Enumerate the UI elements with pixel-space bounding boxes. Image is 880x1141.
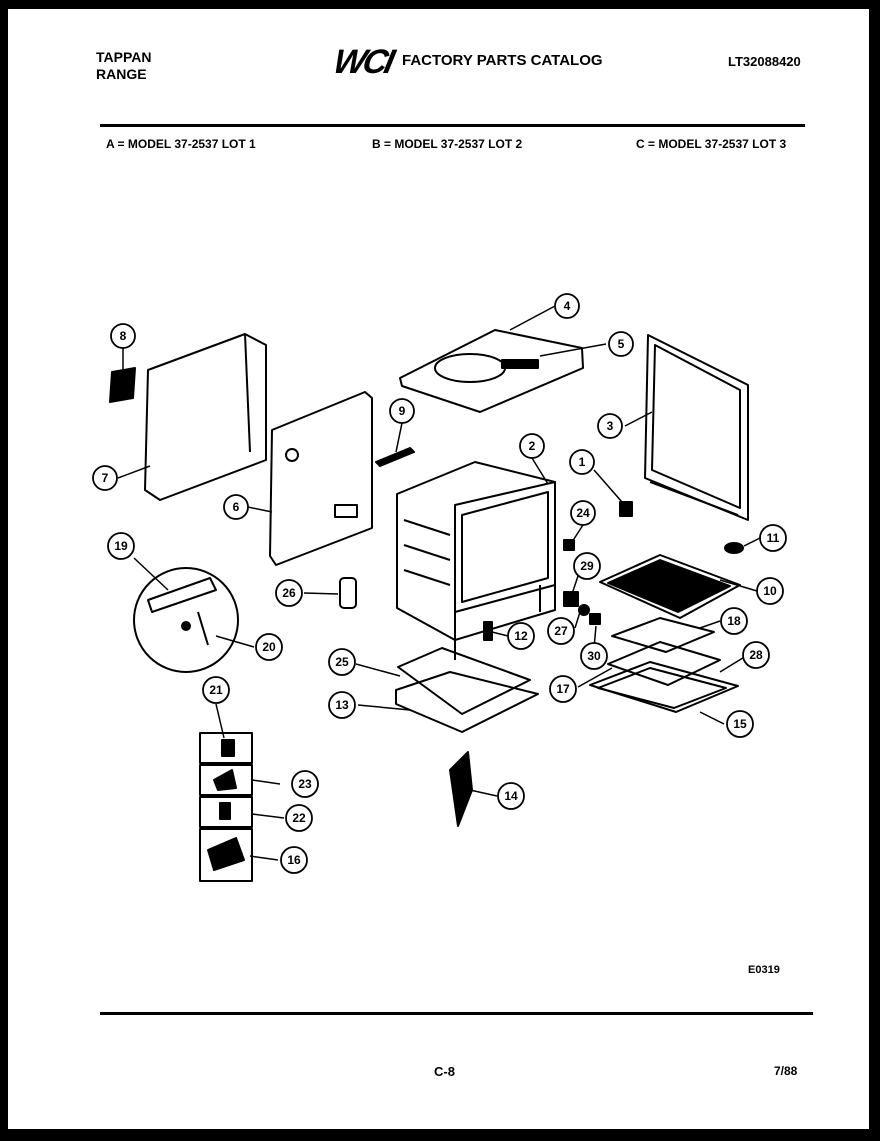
callout-30: 30 xyxy=(580,642,608,670)
svg-text:11: 11 xyxy=(767,531,780,545)
part-18 xyxy=(611,617,715,653)
callout-16: 16 xyxy=(280,846,308,874)
callout-7: 7 xyxy=(92,465,118,491)
part-small-parts-boxes xyxy=(199,732,253,882)
revision-date: 7/88 xyxy=(774,1064,798,1078)
callout-11: 11 xyxy=(759,524,787,552)
callout-20: 20 xyxy=(255,633,283,661)
catalog-page: TAPPAN RANGE WCI FACTORY PARTS CATALOG L… xyxy=(8,9,869,1129)
callout-22: 22 xyxy=(285,804,313,832)
svg-text:19: 19 xyxy=(114,539,128,553)
svg-text:9: 9 xyxy=(399,404,406,418)
svg-text:21: 21 xyxy=(209,683,223,697)
header-rule xyxy=(100,124,805,127)
footer-rule xyxy=(100,1012,813,1015)
callout-8: 8 xyxy=(110,323,136,349)
svg-text:22: 22 xyxy=(292,811,306,825)
svg-text:25: 25 xyxy=(335,655,349,669)
callout-12: 12 xyxy=(507,622,535,650)
svg-text:6: 6 xyxy=(233,500,240,514)
svg-text:23: 23 xyxy=(298,777,312,791)
callout-26: 26 xyxy=(275,579,303,607)
svg-text:30: 30 xyxy=(587,649,601,663)
svg-text:24: 24 xyxy=(576,506,590,520)
svg-text:8: 8 xyxy=(120,329,127,343)
page-number: C-8 xyxy=(434,1064,455,1079)
model-c: C = MODEL 37-2537 LOT 3 xyxy=(636,137,787,151)
callout-13: 13 xyxy=(328,691,356,719)
svg-text:5: 5 xyxy=(618,337,625,351)
part-oven-body xyxy=(396,461,556,660)
catalog-title: FACTORY PARTS CATALOG xyxy=(402,52,603,69)
part-30 xyxy=(589,613,601,625)
svg-text:26: 26 xyxy=(282,586,296,600)
svg-text:27: 27 xyxy=(554,624,568,638)
part-side-panel xyxy=(644,334,749,521)
callout-10: 10 xyxy=(756,577,784,605)
svg-text:16: 16 xyxy=(287,853,301,867)
callout-25: 25 xyxy=(328,648,356,676)
drawing-code: E0319 xyxy=(748,964,780,976)
callout-4: 4 xyxy=(554,293,580,319)
brand-line-1: TAPPAN xyxy=(96,49,152,65)
svg-text:13: 13 xyxy=(335,698,349,712)
callout-24: 24 xyxy=(570,500,596,526)
part-broiler-pan xyxy=(589,661,739,713)
part-26 xyxy=(339,577,357,609)
svg-text:3: 3 xyxy=(607,419,614,433)
part-rack xyxy=(599,554,741,619)
part-1 xyxy=(619,501,633,517)
callout-29: 29 xyxy=(573,552,601,580)
callout-23: 23 xyxy=(291,770,319,798)
svg-text:18: 18 xyxy=(727,614,741,628)
svg-text:20: 20 xyxy=(262,640,276,654)
callout-18: 18 xyxy=(720,607,748,635)
part-12 xyxy=(483,621,493,641)
model-b: B = MODEL 37-2537 LOT 2 xyxy=(372,137,523,151)
callout-9: 9 xyxy=(389,398,415,424)
part-cooktop xyxy=(399,329,584,413)
part-24 xyxy=(563,539,575,551)
svg-text:17: 17 xyxy=(556,682,570,696)
part-9 xyxy=(375,447,415,467)
brand-line-2: RANGE xyxy=(96,66,147,82)
svg-text:4: 4 xyxy=(564,299,571,313)
svg-text:15: 15 xyxy=(733,717,747,731)
callout-27: 27 xyxy=(547,617,575,645)
callout-21: 21 xyxy=(202,676,230,704)
part-29 xyxy=(563,591,579,607)
part-rear-wall xyxy=(269,391,373,566)
callout-28: 28 xyxy=(742,641,770,669)
part-11 xyxy=(724,542,744,554)
callout-5: 5 xyxy=(608,331,634,357)
leader-lines xyxy=(117,305,761,861)
callout-17: 17 xyxy=(549,675,577,703)
callout-1: 1 xyxy=(569,449,595,475)
svg-text:12: 12 xyxy=(514,629,528,643)
part-inset-circle xyxy=(133,567,239,673)
callout-19: 19 xyxy=(107,532,135,560)
model-a: A = MODEL 37-2537 LOT 1 xyxy=(106,137,256,151)
part-drawer xyxy=(395,647,539,733)
svg-text:28: 28 xyxy=(749,648,763,662)
callout-6: 6 xyxy=(223,494,249,520)
part-27 xyxy=(578,604,590,616)
svg-text:14: 14 xyxy=(504,789,518,803)
callouts: 1 2 3 4 5 6 7 8 9 10 11 12 13 14 15 16 1… xyxy=(92,293,787,874)
part-back-panel xyxy=(109,333,267,501)
callout-3: 3 xyxy=(597,413,623,439)
svg-text:1: 1 xyxy=(579,455,586,469)
callout-2: 2 xyxy=(519,433,545,459)
callout-15: 15 xyxy=(726,710,754,738)
callout-14: 14 xyxy=(497,782,525,810)
svg-text:29: 29 xyxy=(580,559,594,573)
part-17 xyxy=(607,641,721,686)
document-number: LT32088420 xyxy=(728,54,801,69)
part-14 xyxy=(449,751,473,827)
svg-text:7: 7 xyxy=(102,471,109,485)
svg-text:10: 10 xyxy=(763,584,777,598)
svg-text:2: 2 xyxy=(529,439,536,453)
